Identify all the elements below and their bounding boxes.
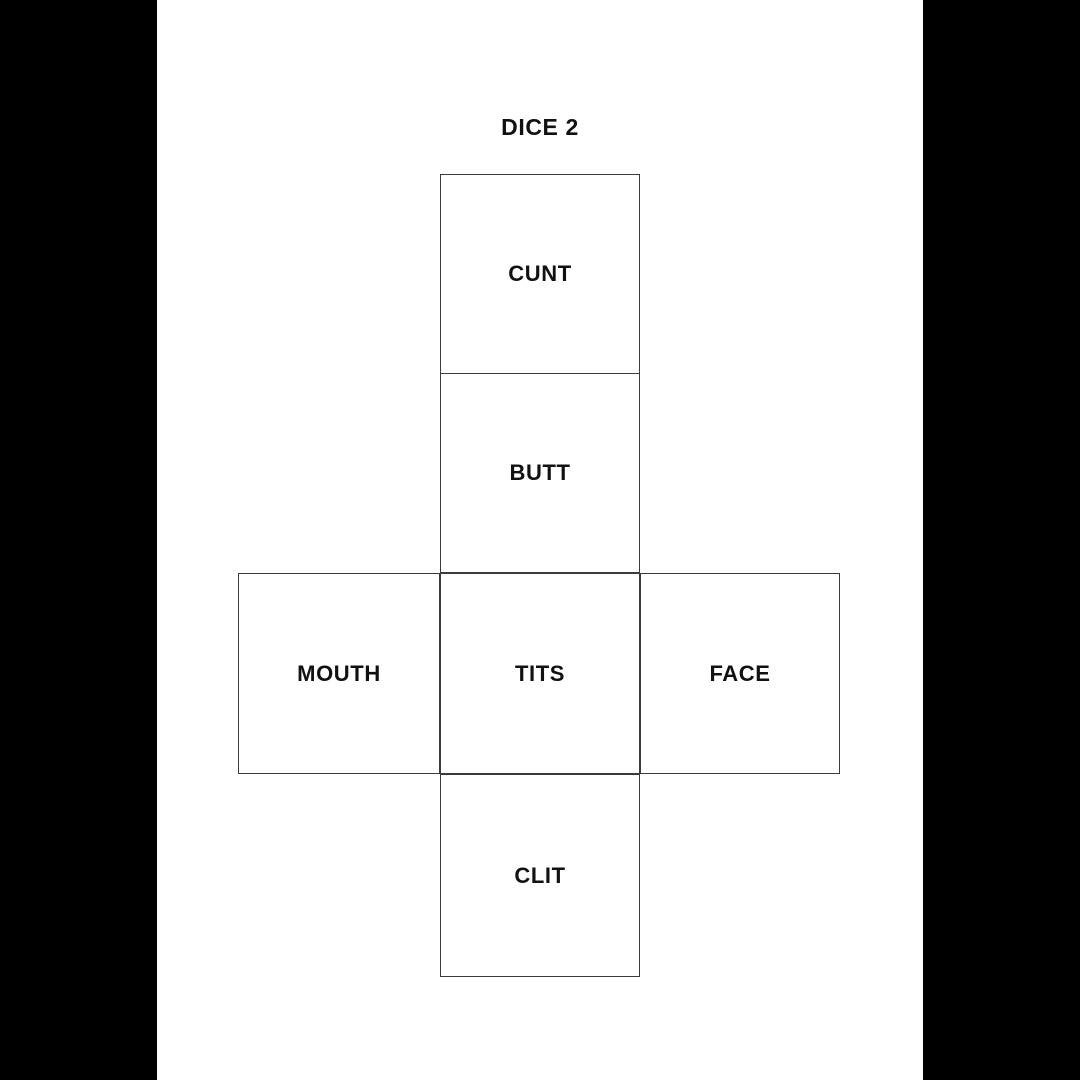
right-black-bar [923, 0, 1080, 1080]
dice-face-label: CLIT [514, 862, 566, 888]
dice-face-label: TITS [514, 660, 566, 686]
dice-face-face[interactable]: FACE [640, 573, 840, 774]
dice-face-tits[interactable]: TITS [440, 573, 640, 774]
dice-face-label: BUTT [509, 460, 571, 485]
dice-face-label: CUNT [508, 261, 572, 286]
dice-face-label: FACE [709, 660, 771, 686]
dice-face-butt[interactable]: BUTT [440, 373, 640, 573]
dice-face-label: MOUTH [297, 660, 381, 686]
dice-face-clit[interactable]: CLIT [440, 774, 640, 977]
dice-face-mouth[interactable]: MOUTH [238, 573, 440, 774]
left-black-bar [0, 0, 157, 1080]
page-title: DICE 2 [501, 114, 579, 140]
dice-face-cunt[interactable]: CUNT [440, 174, 640, 374]
